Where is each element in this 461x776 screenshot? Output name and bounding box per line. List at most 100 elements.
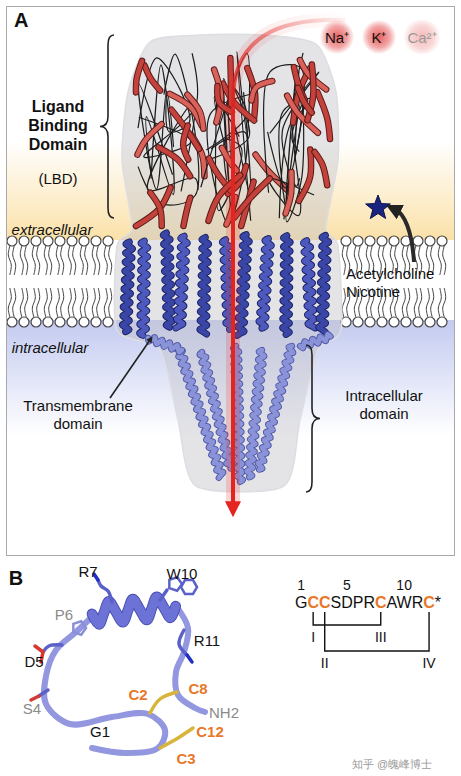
lipid-head: [79, 317, 89, 327]
lipid-tail: [25, 246, 28, 275]
transmembrane-helix-outline: [163, 233, 173, 327]
disulfide-number: IV: [422, 655, 435, 671]
beta-strand-outline: [299, 150, 311, 201]
lipid-head: [7, 236, 17, 246]
residue-label: S4: [23, 700, 41, 717]
residue-number: 1: [297, 577, 305, 593]
beta-strand-outline: [187, 95, 203, 129]
transmembrane-helix-outline: [259, 239, 272, 329]
peptide-backbone: [44, 614, 165, 753]
residue-number: 10: [396, 577, 412, 593]
sequence-letter: S: [331, 594, 342, 611]
sequence-letter: D: [341, 594, 353, 611]
ligand-label: Acetylcholine Nicotine: [346, 265, 446, 301]
lipid-tail: [438, 246, 441, 275]
domain-abbreviation: (LBD): [38, 170, 77, 187]
ion-circle: Ca²⁺: [402, 20, 442, 54]
lipid-tail: [8, 246, 11, 275]
disulfide-number: III: [375, 629, 387, 645]
domain-label: Ligand Binding Domain: [19, 97, 97, 154]
residue-label: NH2: [209, 704, 239, 721]
peptide-helix-outline: [92, 597, 176, 624]
intracellular-helix-outline: [300, 334, 331, 348]
intracellular-helix: [300, 334, 331, 348]
disulfide-bracket: [325, 612, 429, 651]
binding-site-star: [366, 195, 391, 219]
beta-strand: [299, 150, 311, 201]
lipid-head: [43, 317, 53, 327]
ion-label: K⁺: [371, 27, 386, 47]
beta-strand: [158, 147, 190, 176]
domain-brace: [100, 35, 114, 218]
beta-strand-outline: [183, 198, 190, 226]
beta-strand: [251, 81, 272, 100]
lipid-tail: [13, 246, 16, 275]
transmembrane-helix: [259, 239, 272, 329]
lipid-head: [91, 317, 101, 327]
beta-strand-outline: [144, 65, 160, 90]
lipid-tail: [414, 288, 417, 317]
beta-strand-outline: [286, 172, 292, 214]
lipid-tail: [37, 246, 40, 275]
beta-strand: [144, 65, 160, 90]
intracellular-helix: [258, 346, 294, 470]
lipid-head: [353, 317, 363, 327]
transmembrane-helix: [140, 241, 148, 335]
beta-strand-outline: [158, 147, 190, 176]
lipid-tail: [92, 288, 95, 317]
beta-strand-outline: [136, 61, 142, 93]
side-chain: [160, 590, 167, 600]
side-chain: [179, 630, 187, 655]
sequence-letter: *: [435, 594, 441, 611]
ion-flow-glow: [233, 20, 345, 505]
transmembrane-helix-outline: [303, 241, 315, 328]
lipid-head: [425, 236, 435, 246]
lipid-tail: [85, 288, 88, 317]
side-chain: [98, 580, 112, 602]
lipid-tail: [8, 288, 11, 317]
side-chain-atom: [31, 696, 39, 700]
lipid-tail: [49, 246, 52, 275]
beta-strand-outline: [315, 152, 328, 185]
beta-strand: [315, 152, 328, 185]
sequence-letter: G: [295, 594, 307, 611]
ion-label: Ca²⁺: [407, 27, 436, 47]
intracellular-helix-outline: [148, 337, 182, 352]
beta-strand-outline: [150, 193, 161, 226]
lipid-tail: [426, 288, 429, 317]
lipid-head: [437, 236, 447, 246]
lipid-tail: [68, 246, 71, 275]
lipid-head: [19, 236, 29, 246]
lipid-head: [365, 317, 375, 327]
lipid-tail: [443, 246, 446, 275]
sequence-letter: A: [387, 594, 397, 611]
sequence-letter: R: [363, 594, 375, 611]
peptide-helix: [92, 597, 176, 624]
lipid-head: [413, 317, 423, 327]
disulfide-bond: [150, 692, 177, 713]
lipid-tail: [80, 246, 83, 275]
lipid-head: [79, 236, 89, 246]
lipid-tail: [97, 246, 100, 275]
side-chain-atom: [187, 655, 192, 662]
lipid-head: [341, 236, 351, 246]
lipid-head: [413, 236, 423, 246]
beta-strand-outline: [298, 88, 312, 113]
transmembrane-helix: [176, 236, 188, 328]
sequence-letter: C: [375, 594, 387, 611]
beta-strand: [298, 88, 312, 113]
lipid-head: [365, 236, 375, 246]
panel-letter: B: [9, 567, 23, 590]
lipid-tail: [25, 288, 28, 317]
lipid-tail: [61, 288, 64, 317]
lipid-head: [353, 236, 363, 246]
lipid-tail: [342, 246, 345, 275]
transmembrane-helix: [122, 242, 132, 332]
lipid-tail: [49, 288, 52, 317]
ion-circle: K⁺: [362, 20, 396, 54]
lipid-head: [91, 236, 101, 246]
region-label: extracellular: [12, 221, 93, 238]
disulfide-number: I: [311, 629, 315, 645]
watermark: 知乎 @魄峰博士: [352, 757, 432, 772]
